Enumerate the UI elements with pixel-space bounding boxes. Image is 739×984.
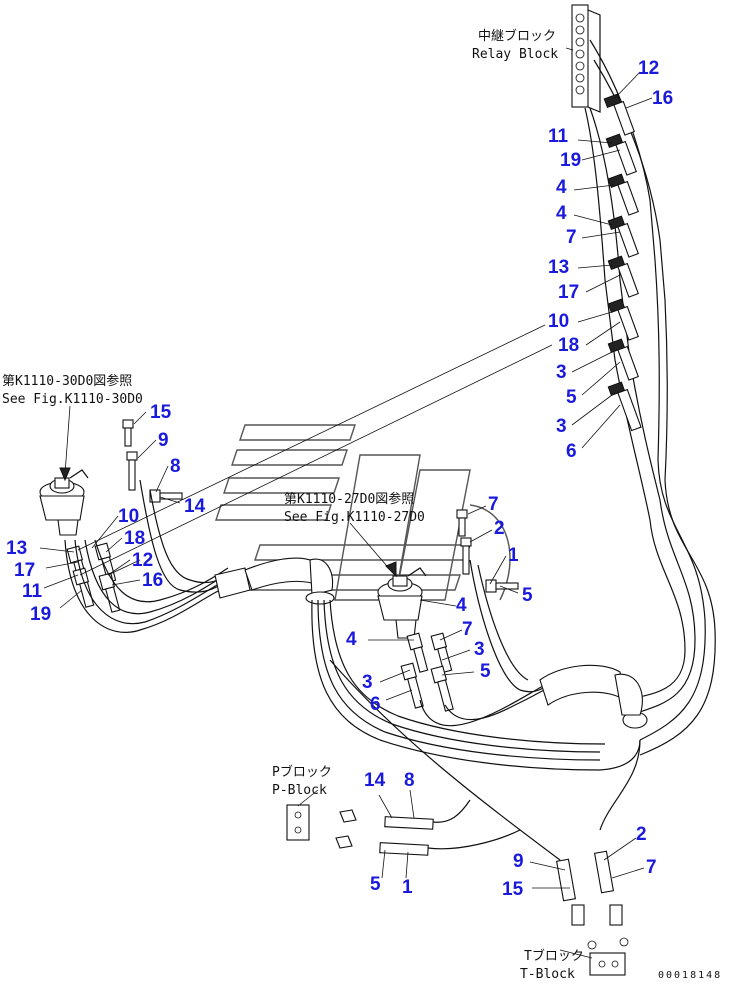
ref-2700-caption-jp: 第K1110-27D0図参照 bbox=[284, 491, 414, 507]
left-ppc-valve bbox=[39, 469, 89, 536]
callout-label: 2 bbox=[494, 518, 505, 539]
right-ppc-valve bbox=[377, 567, 427, 639]
relay-block-hoses bbox=[584, 39, 716, 756]
callout-label: 6 bbox=[566, 441, 577, 462]
callout-label: 14 bbox=[364, 770, 386, 791]
callout-label: 13 bbox=[548, 257, 569, 278]
captions: 中継ブロック Relay Block 第K1110-30D0図参照 See Fi… bbox=[2, 28, 722, 982]
callout-label: 1 bbox=[402, 877, 413, 898]
callout-label: 14 bbox=[184, 496, 206, 517]
callout-label: 12 bbox=[132, 550, 153, 571]
ref-3000-caption-en: See Fig.K1110-30D0 bbox=[2, 392, 143, 407]
p-block-caption-en: P-Block bbox=[272, 783, 327, 798]
callout-label: 12 bbox=[638, 58, 659, 79]
callout-label: 3 bbox=[556, 416, 567, 437]
callout-label: 4 bbox=[556, 177, 567, 198]
callout-label: 16 bbox=[142, 570, 163, 591]
callout-label: 7 bbox=[566, 227, 577, 248]
ref-2700-caption-en: See Fig.K1110-27D0 bbox=[284, 510, 425, 525]
callout-label: 18 bbox=[558, 335, 579, 356]
callout-label: 9 bbox=[158, 430, 169, 451]
callout-label: 19 bbox=[30, 604, 51, 625]
callout-label: 5 bbox=[370, 874, 381, 895]
callout-label: 4 bbox=[556, 203, 567, 224]
callout-label: 8 bbox=[404, 770, 415, 791]
callout-label: 2 bbox=[636, 824, 647, 845]
ref-3000-caption-jp: 第K1110-30D0図参照 bbox=[2, 373, 132, 389]
callout-label: 7 bbox=[462, 619, 473, 640]
t-block-caption-jp: Tブロック bbox=[524, 948, 584, 964]
callout-label: 3 bbox=[556, 362, 567, 383]
relay-block bbox=[571, 4, 601, 113]
callout-label: 10 bbox=[548, 311, 569, 332]
callout-label: 5 bbox=[480, 661, 491, 682]
callout-label: 19 bbox=[560, 150, 581, 171]
callout-label: 18 bbox=[124, 528, 145, 549]
callout-label: 10 bbox=[118, 506, 139, 527]
relay-block-caption-jp: 中継ブロック bbox=[478, 28, 556, 44]
t-block-caption-en: T-Block bbox=[520, 967, 575, 982]
callout-label: 16 bbox=[652, 88, 673, 109]
p-block bbox=[286, 799, 521, 856]
callout-label: 4 bbox=[456, 595, 467, 616]
callout-label: 3 bbox=[362, 672, 373, 693]
right-column-fittings bbox=[603, 93, 642, 432]
part-callouts: 12 16 11 19 4 4 7 13 17 10 18 3 5 3 6 15… bbox=[6, 58, 673, 900]
callout-label: 7 bbox=[646, 857, 657, 878]
leader-lines bbox=[39, 47, 653, 959]
p-block-caption-jp: Pブロック bbox=[272, 764, 332, 780]
callout-label: 13 bbox=[6, 538, 27, 559]
callout-label: 5 bbox=[566, 387, 577, 408]
callout-label: 9 bbox=[513, 851, 524, 872]
callout-label: 11 bbox=[22, 581, 43, 602]
callout-label: 3 bbox=[474, 639, 485, 660]
middle-clamp bbox=[214, 557, 335, 605]
callout-label: 17 bbox=[14, 560, 35, 581]
callout-label: 11 bbox=[548, 126, 569, 147]
t-block bbox=[555, 850, 629, 976]
middle-hoses bbox=[419, 559, 551, 727]
callout-label: 15 bbox=[502, 879, 524, 900]
callout-label: 15 bbox=[150, 402, 172, 423]
callout-label: 17 bbox=[558, 282, 579, 303]
middle-fittings bbox=[400, 509, 519, 712]
relay-block-caption-en: Relay Block bbox=[472, 47, 558, 62]
drawing-number: 00018148 bbox=[658, 970, 722, 981]
lower-hose-bundle bbox=[311, 599, 641, 861]
callout-label: 1 bbox=[508, 545, 519, 566]
callout-label: 8 bbox=[170, 456, 181, 477]
left-hoses bbox=[64, 479, 229, 633]
callout-label: 7 bbox=[488, 494, 499, 515]
callout-label: 5 bbox=[522, 585, 533, 606]
right-clamp bbox=[539, 664, 648, 729]
callout-label: 4 bbox=[346, 629, 357, 650]
callout-label: 6 bbox=[370, 694, 381, 715]
